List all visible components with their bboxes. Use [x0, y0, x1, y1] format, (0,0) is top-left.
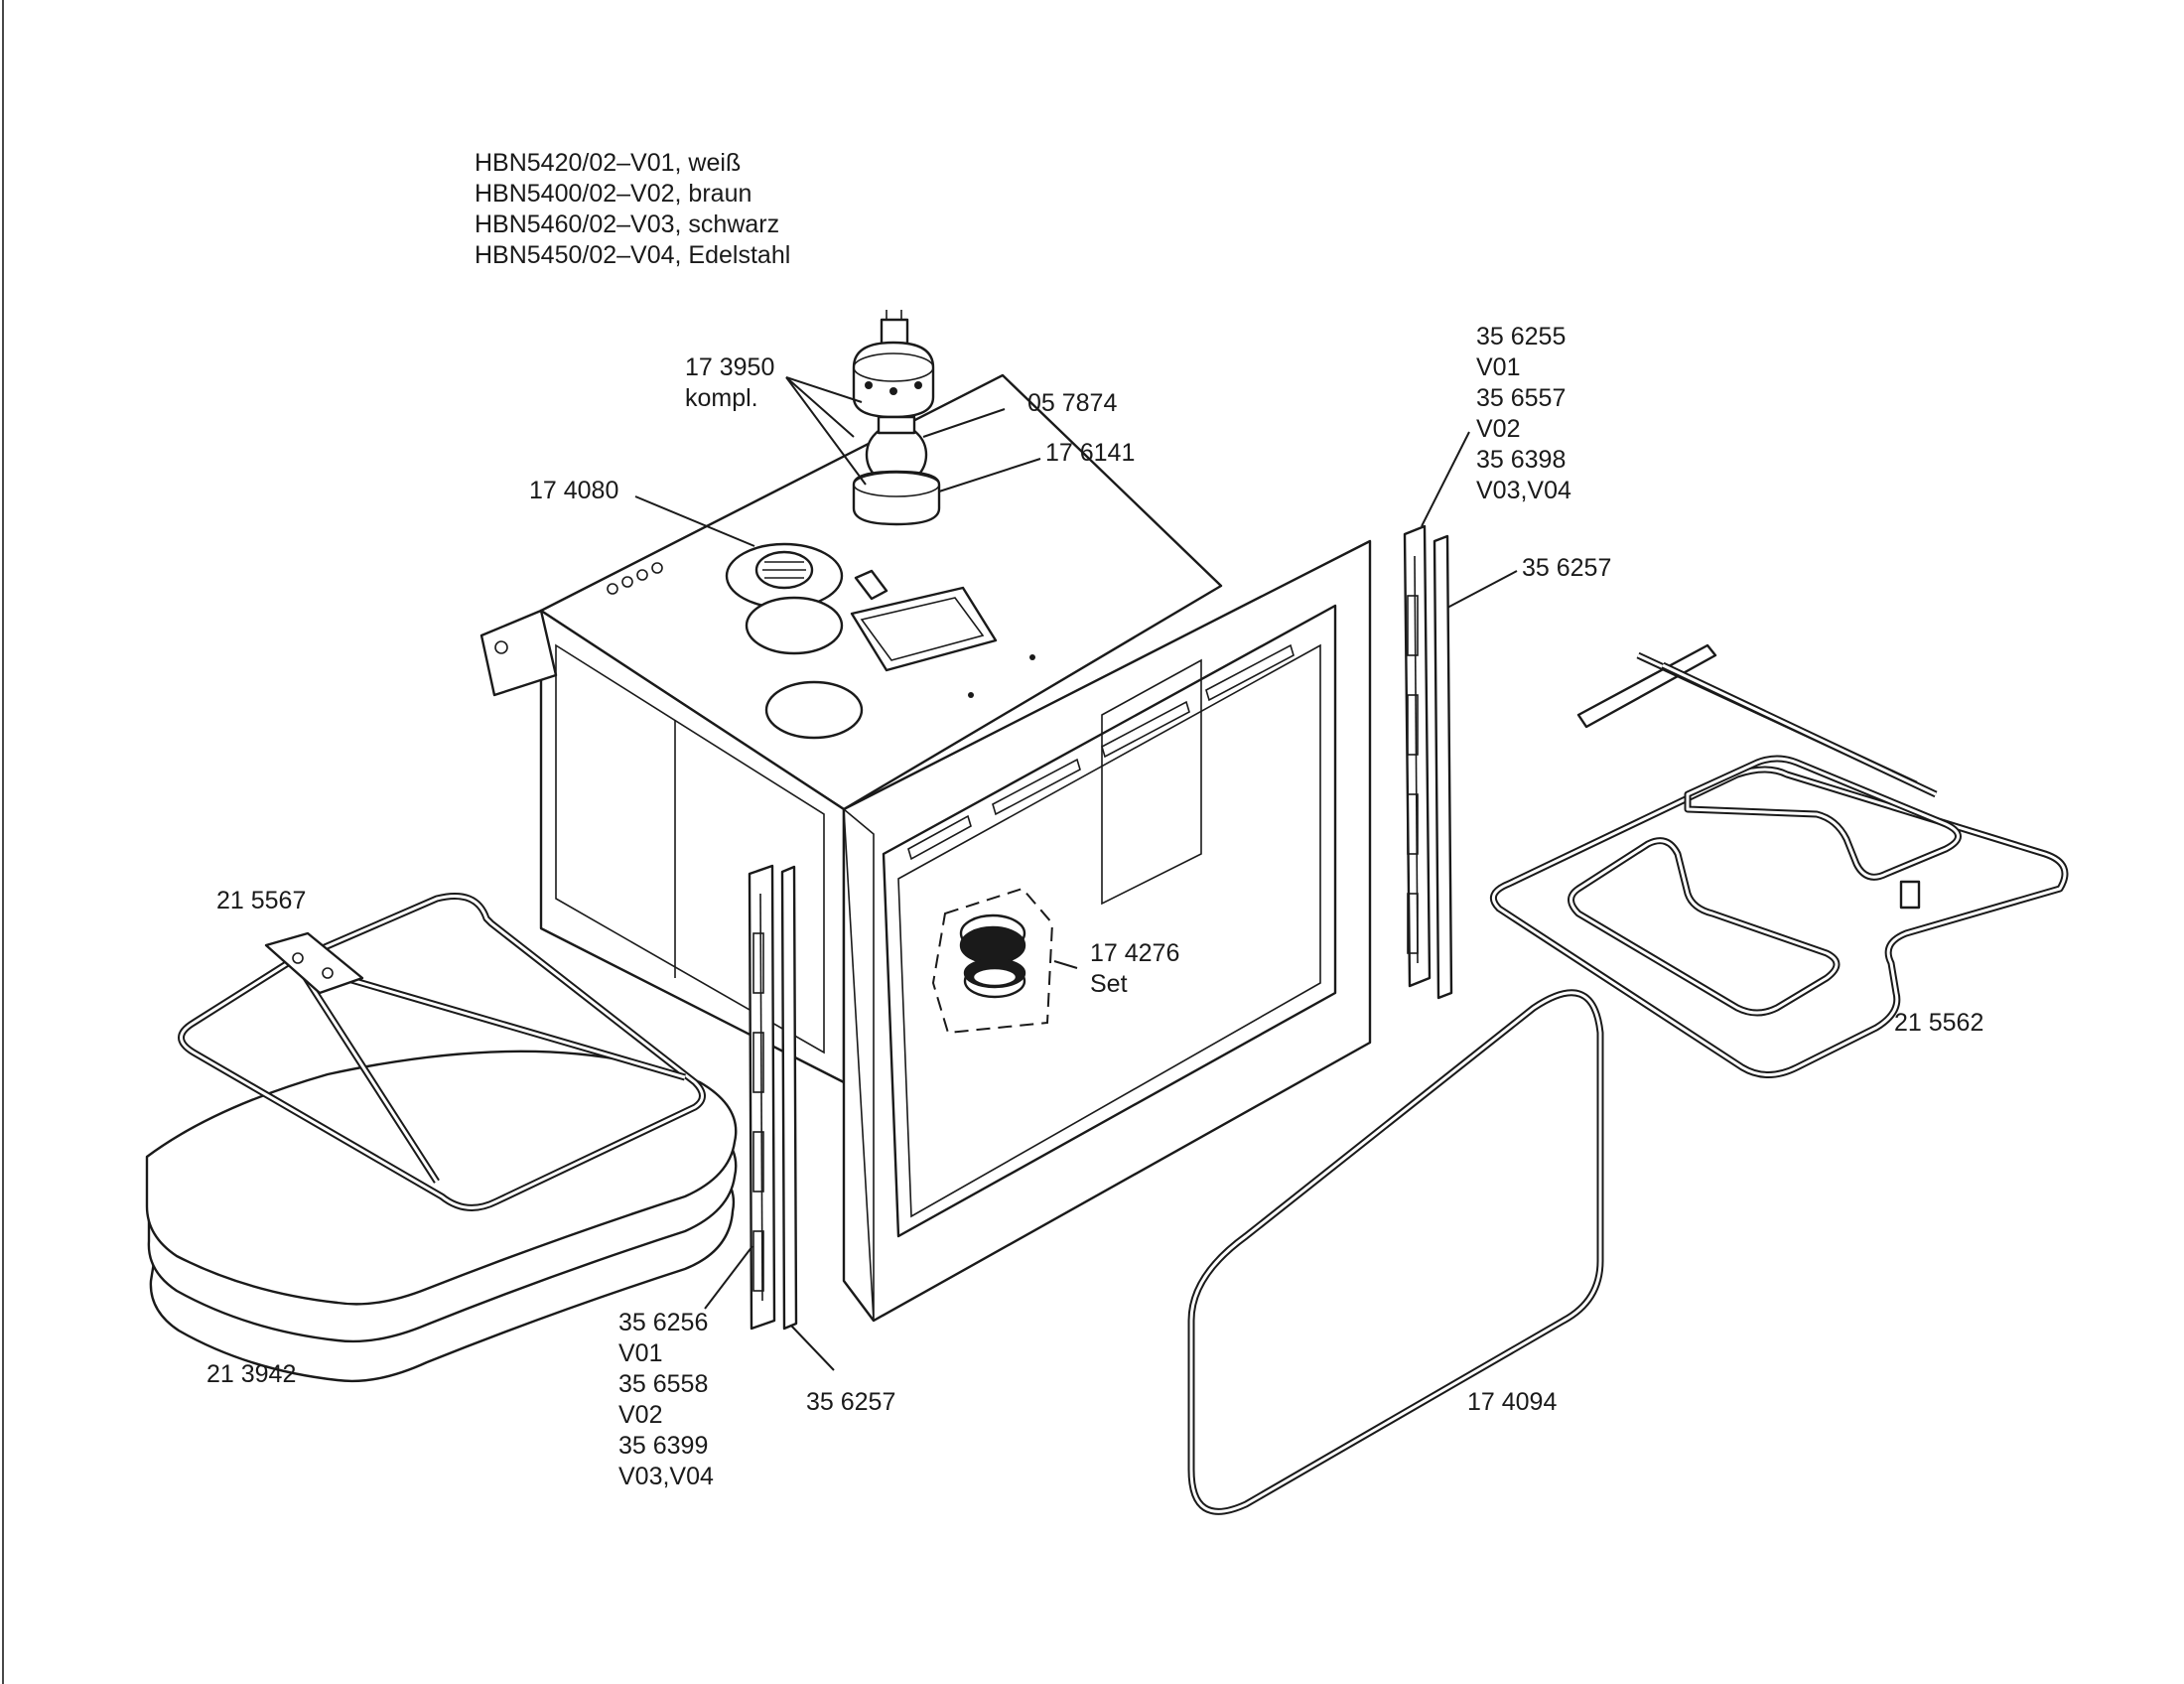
model-line-1: HBN5420/02–V01, weiß [475, 149, 741, 177]
fan-disk [745, 596, 844, 655]
label-lamp-set-number: 17 4276 [1090, 939, 1179, 967]
left-side-rail [748, 864, 776, 1331]
label-thermostat-number: 17 3950 [685, 353, 774, 381]
model-line-2: HBN5400/02–V02, braun [475, 180, 751, 208]
label-left-rail-5: 35 6399 [618, 1432, 708, 1460]
label-insulation: 21 3942 [206, 1360, 296, 1388]
right-seal [1433, 534, 1453, 1000]
label-right-seal: 35 6257 [1522, 554, 1611, 582]
leader-lines [634, 376, 1518, 1371]
left-grill-element [178, 893, 706, 1211]
right-seal-strip [1433, 534, 1453, 1000]
label-right-rail-5: 35 6398 [1476, 446, 1566, 474]
left-seal [780, 865, 798, 1331]
model-line-3: HBN5460/02–V03, schwarz [475, 210, 779, 238]
label-left-grill: 21 5567 [216, 887, 306, 914]
label-174080: 17 4080 [529, 477, 618, 504]
label-right-rail-2: V01 [1476, 353, 1520, 381]
model-list: HBN5420/02–V01, weiß HBN5400/02–V02, bra… [475, 149, 790, 269]
right-side-rail [1403, 524, 1432, 988]
top-round-port [764, 680, 864, 740]
label-176141: 17 6141 [1045, 439, 1135, 467]
front-opening [882, 604, 1337, 1238]
label-right-rail-4: V02 [1476, 415, 1520, 443]
label-right-rail-6: V03,V04 [1476, 477, 1571, 504]
label-left-rail-6: V03,V04 [618, 1463, 714, 1490]
label-left-rail-2: V01 [618, 1339, 662, 1367]
part-labels: 17 3950 kompl. 05 7874 17 6141 17 4080 3… [206, 323, 1983, 1490]
top-grill-element [1489, 643, 2069, 1078]
label-door-gasket: 17 4094 [1467, 1388, 1557, 1416]
label-lamp-set-suffix: Set [1090, 970, 1128, 998]
label-057874: 05 7874 [1027, 389, 1117, 417]
rear-bracket [479, 609, 558, 697]
label-left-rail-3: 35 6558 [618, 1370, 708, 1398]
label-thermostat-suffix: kompl. [685, 384, 758, 412]
label-top-grill: 21 5562 [1894, 1009, 1983, 1037]
left-seal-strip [780, 865, 798, 1331]
label-left-rail-1: 35 6256 [618, 1309, 708, 1336]
label-left-seal: 35 6257 [806, 1388, 895, 1416]
top-access-plate [850, 586, 998, 672]
label-right-rail-3: 35 6557 [1476, 384, 1566, 412]
thermostat-base [852, 470, 941, 526]
thermostat-body [852, 341, 935, 419]
door-gasket [1187, 989, 1604, 1515]
label-right-rail-1: 35 6255 [1476, 323, 1566, 351]
thermostat-assembly [852, 310, 941, 526]
small-tab [854, 569, 888, 601]
label-left-rail-4: V02 [618, 1401, 662, 1429]
lamp-set-outline [931, 887, 1054, 1035]
top-grill-clip [1899, 880, 1921, 910]
model-line-4: HBN5450/02–V04, Edelstahl [475, 241, 790, 269]
left-grill-bracket [264, 931, 364, 995]
